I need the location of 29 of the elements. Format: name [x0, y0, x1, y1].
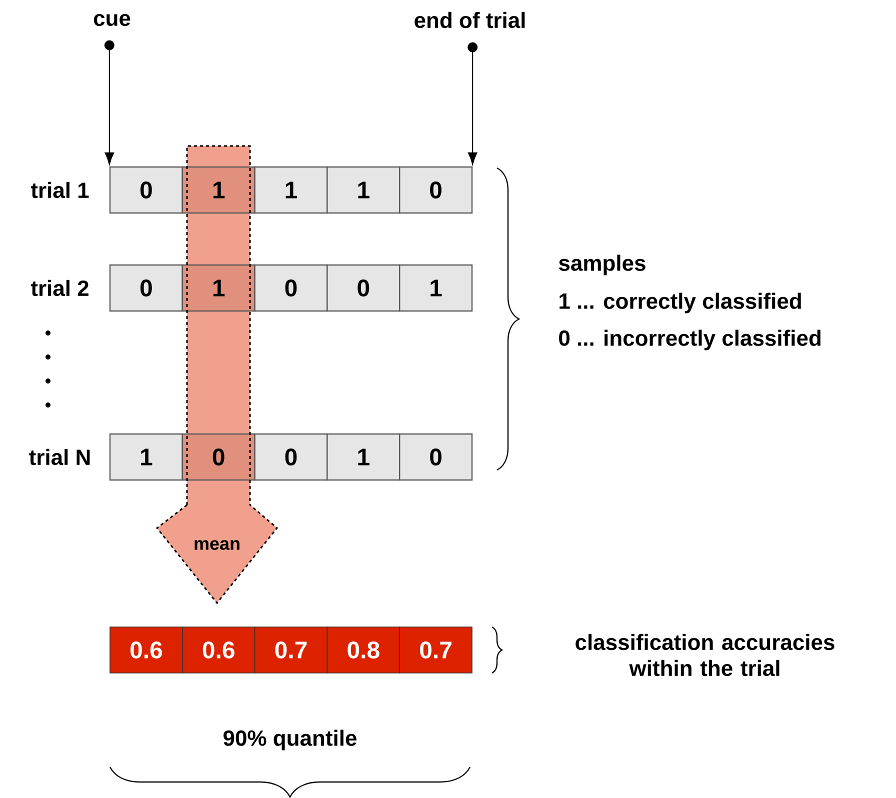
text-label: samples	[558, 254, 646, 276]
marker-label: cue	[94, 14, 130, 26]
sample-cell: 0	[399, 166, 473, 214]
sample-cell: 0	[109, 166, 183, 214]
text-label: 90% quantile	[224, 730, 356, 750]
sample-cell: 0	[254, 433, 328, 481]
arrow	[104, 40, 114, 165]
marker-label: end of trial	[414, 12, 525, 28]
sample-cell: 1	[326, 433, 400, 481]
sample-cell: 0	[326, 264, 400, 312]
sample-cell: 1	[326, 166, 400, 214]
sample-cell: 0	[109, 264, 183, 312]
text-label: trial 2	[30, 280, 88, 296]
sample-cell: 0	[399, 433, 473, 481]
text-label: 1 ... correctly classified	[560, 292, 801, 314]
accuracy-cell: 0.7	[399, 626, 472, 674]
text-label: trial N	[29, 448, 90, 466]
accuracy-cell: 0.6	[182, 626, 256, 674]
sample-cell: 0	[254, 264, 328, 312]
arrow	[468, 42, 478, 165]
accuracy-cell: 0.8	[326, 626, 400, 674]
sample-cell: 1	[254, 166, 328, 214]
text-label: trial 1	[30, 182, 89, 198]
accuracy-cell: 0.6	[110, 626, 183, 674]
text-label: 0 ... incorrectly classified	[559, 330, 820, 350]
sample-cell: 1	[399, 264, 473, 312]
sample-cell: 1	[109, 433, 183, 481]
text-label: classification accuracies within the trial	[576, 634, 834, 676]
accuracy-cell: 0.7	[254, 626, 328, 674]
